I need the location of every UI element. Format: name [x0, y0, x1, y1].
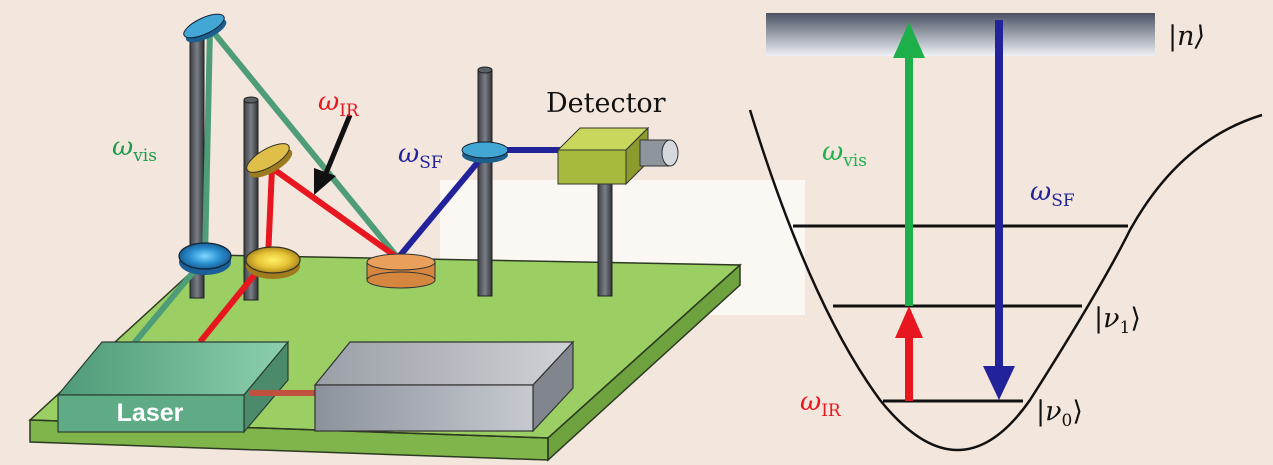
post-sf [477, 69, 493, 297]
state-v0-label: |ν0⟩ [1036, 396, 1083, 431]
post-detector [597, 179, 613, 297]
ir-transition-arrow [895, 306, 923, 401]
ir-pointer-arrow [314, 114, 353, 195]
omega-vis-setup-label: ωvis [112, 132, 157, 166]
laser-label: Laser [117, 399, 184, 427]
controller-box [313, 340, 575, 433]
state-v1-label: |ν1⟩ [1094, 303, 1141, 338]
omega-ir-setup-label: ωIR [318, 87, 360, 121]
mirror-ir [246, 143, 293, 178]
potential-curve [748, 109, 1263, 452]
omega-ir-energy-label: ωIR [800, 387, 842, 421]
mirror-sf [461, 141, 509, 163]
sf-transition-arrow [983, 20, 1015, 400]
excited-band [766, 13, 1155, 56]
lens-vis [178, 242, 232, 275]
ir-beam [197, 165, 400, 344]
state-n-label: |n⟩ [1168, 21, 1205, 52]
detector [556, 126, 679, 186]
vis-transition-arrow [893, 22, 925, 306]
vis-beam [127, 25, 401, 350]
laser-box [56, 340, 290, 434]
mirror-vis [183, 13, 227, 43]
omega-sf-setup-label: ωSF [398, 139, 443, 173]
omega-sf-energy-label: ωSF [1030, 177, 1075, 211]
omega-vis-energy-label: ωvis [822, 137, 867, 171]
detector-label: Detector [546, 88, 666, 119]
sample [366, 253, 436, 289]
lens-ir [245, 246, 301, 279]
